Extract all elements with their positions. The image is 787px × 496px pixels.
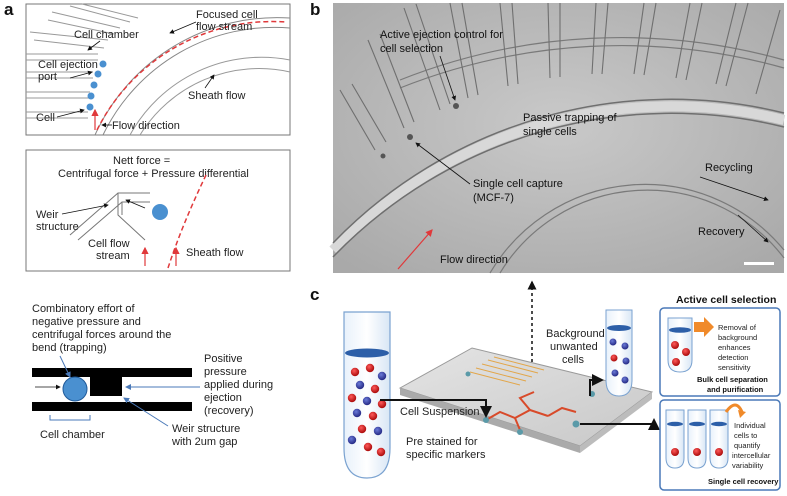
c-individual-label-2: cells to xyxy=(734,431,757,440)
a2-weir-label-2: structure xyxy=(36,221,79,233)
b-active-label-2: cell selection xyxy=(380,43,443,55)
c-individual-label-1: Individual xyxy=(734,421,766,430)
a1-cell-chamber-label: Cell chamber xyxy=(74,29,139,41)
c-suspension-arrow xyxy=(380,399,492,418)
b-flow-direction-label: Flow direction xyxy=(440,254,508,266)
c-background-tube xyxy=(605,309,633,397)
a2-sheath-flow-label: Sheath flow xyxy=(186,247,244,259)
a1-sheath-flow-label: Sheath flow xyxy=(188,90,246,102)
b-single-cell-label-2: (MCF-7) xyxy=(473,192,514,204)
c-curved-orange-arrow xyxy=(724,403,744,413)
c-removal-label-3: enhances xyxy=(718,343,751,352)
a3-combinatory-label-4: bend (trapping) xyxy=(32,342,107,354)
a3-positive-label-5: (recovery) xyxy=(204,405,254,417)
a3-top-wall xyxy=(32,368,192,377)
c-individual-label-5: variability xyxy=(732,461,764,470)
b-active-label-1: Active ejection control for xyxy=(380,29,503,41)
a3-weir-label-2: with 2um gap xyxy=(171,436,237,448)
a3-bottom-wall xyxy=(32,402,192,411)
a3-positive-label-1: Positive xyxy=(204,353,243,365)
c-removal-label-5: sensitivity xyxy=(718,363,751,372)
c-pre-stained-label-1: Pre stained for xyxy=(406,436,478,448)
a3-combinatory-label-1: Combinatory effort of xyxy=(32,303,135,315)
a3-trapped-cell xyxy=(62,376,88,402)
c-single-box: Individual cells to quantify intercellul… xyxy=(659,399,781,491)
c-microfluidic-chip xyxy=(398,347,654,453)
a1-cell-ejection-label-1: Cell ejection xyxy=(38,59,98,71)
cell xyxy=(94,70,102,78)
c-individual-label-4: intercellular xyxy=(732,451,771,460)
c-single-recovery-label: Single cell recovery xyxy=(708,477,779,486)
b-recovery-label: Recovery xyxy=(698,226,745,238)
focused-cell-flow-stream xyxy=(96,20,287,131)
a1-focused-flow-label-1: Focused cell xyxy=(196,9,258,21)
a3-combinatory-label-3: centrifugal forces around the xyxy=(32,329,171,341)
a3-weir-label-1: Weir structure xyxy=(172,423,240,435)
b-recycling-label: Recycling xyxy=(705,162,753,174)
b-passive-label-1: Passive trapping of xyxy=(523,112,617,124)
c-recovery-arrow xyxy=(580,418,660,430)
panel-letter-a: a xyxy=(4,0,14,19)
c-background-label-2: unwanted xyxy=(550,341,598,353)
cell xyxy=(99,60,107,68)
c-bulk-label-2: and purification xyxy=(707,385,764,394)
c-background-label-3: cells xyxy=(562,354,585,366)
panel-letter-c: c xyxy=(310,285,319,304)
a3-combinatory-label-2: negative pressure and xyxy=(32,316,141,328)
b-single-cell-label-1: Single cell capture xyxy=(473,178,563,190)
panel-c: Cell Suspension Pre stained for specific… xyxy=(343,294,781,491)
panel-a1: Cell chamber Focused cell flow stream Ce… xyxy=(25,3,291,136)
panel-a3: Combinatory effort of negative pressure … xyxy=(32,303,273,448)
panel-a2: Nett force = Centrifugal force + Pressur… xyxy=(25,149,291,272)
cell xyxy=(86,103,94,111)
a3-positive-label-3: applied during xyxy=(204,379,273,391)
c-cell-suspension-label: Cell Suspension xyxy=(400,406,480,418)
c-input-tube xyxy=(343,311,391,479)
c-active-selection-title: Active cell selection xyxy=(676,294,776,306)
a1-cell-label: Cell xyxy=(36,112,55,124)
c-bulk-box: Removal of background enhances detection… xyxy=(659,307,781,397)
a1-focused-flow-label-2: flow stream xyxy=(196,21,252,33)
scale-bar xyxy=(744,262,774,265)
c-orange-arrow xyxy=(694,317,714,337)
a2-cell-flow-label-1: Cell flow xyxy=(88,238,130,250)
a2-cell xyxy=(152,204,168,220)
a1-cell-ejection-label-2: port xyxy=(38,71,57,83)
c-background-label-1: Background xyxy=(546,328,605,340)
cell xyxy=(90,81,98,89)
a3-cell-chamber-label: Cell chamber xyxy=(40,429,105,441)
cell xyxy=(87,92,95,100)
b-flow-direction-arrow xyxy=(397,229,433,270)
a2-nett-force-label-1: Nett force = xyxy=(113,155,170,167)
a3-positive-label-2: pressure xyxy=(204,366,247,378)
c-removal-label-4: detection xyxy=(718,353,748,362)
b-passive-label-2: single cells xyxy=(523,126,577,138)
panel-letter-b: b xyxy=(310,0,320,19)
c-pre-stained-label-2: specific markers xyxy=(406,449,486,461)
c-removal-label-1: Removal of xyxy=(718,323,757,332)
a1-flow-direction-label: Flow direction xyxy=(112,120,180,132)
a2-nett-force-label-2: Centrifugal force + Pressure differentia… xyxy=(58,168,249,180)
c-individual-label-3: quantify xyxy=(734,441,761,450)
c-removal-label-2: background xyxy=(718,333,757,342)
a3-weir-block xyxy=(90,377,122,396)
c-bulk-label-1: Bulk cell separation xyxy=(697,375,768,384)
panel-b: Active ejection control for cell selecti… xyxy=(329,2,786,274)
c-background-arrow xyxy=(589,374,604,396)
a2-cell-flow-label-2: stream xyxy=(96,250,130,262)
a2-weir-label-1: Weir xyxy=(36,209,59,221)
a3-positive-label-4: ejection xyxy=(204,392,242,404)
a2-sheath-flow-stream xyxy=(167,174,207,269)
radial-channels xyxy=(339,2,781,151)
